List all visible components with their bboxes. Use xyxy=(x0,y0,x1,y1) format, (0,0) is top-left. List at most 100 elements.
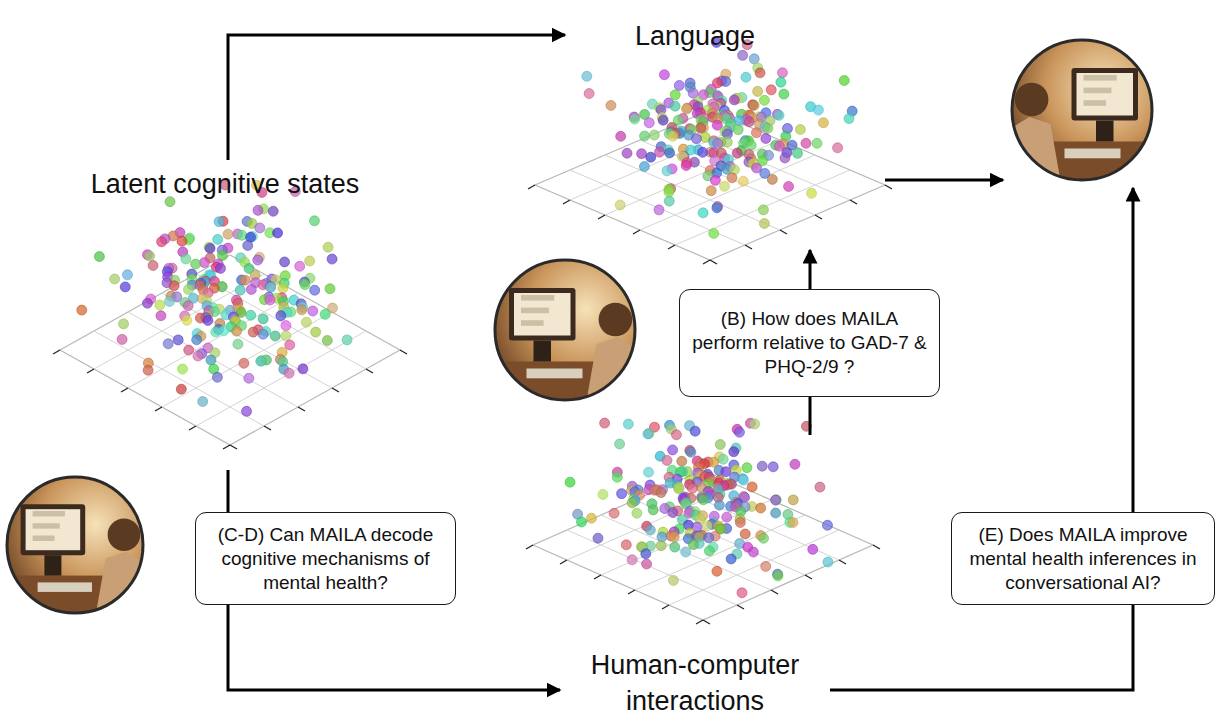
scatter-dot xyxy=(606,100,616,110)
scatter-dot xyxy=(664,187,674,197)
axis-tick xyxy=(53,350,60,354)
scatter-dot xyxy=(779,89,789,99)
scatter-dot xyxy=(178,364,188,374)
scatter-dot xyxy=(742,463,752,473)
scatter-dot xyxy=(682,103,692,113)
scatter-dot xyxy=(686,447,696,457)
scatter-dot xyxy=(755,68,765,78)
grid-line xyxy=(640,155,815,230)
scatter-dot xyxy=(759,219,769,229)
scatter-dot xyxy=(747,482,757,492)
scatter-dot xyxy=(733,125,743,135)
scatter-dot xyxy=(757,461,767,471)
scatter-dot xyxy=(763,123,773,133)
portrait-ring xyxy=(495,260,635,400)
axis-tick xyxy=(264,426,271,430)
scatter-dot xyxy=(193,351,203,361)
scatter-dot xyxy=(320,309,330,319)
monitor-screen xyxy=(26,509,81,550)
scatter-dot xyxy=(753,86,763,96)
question-box: (B) How does MAILA perform relative to G… xyxy=(679,289,940,397)
axis-tick xyxy=(771,590,778,594)
axis-tick xyxy=(850,200,857,204)
scatter-dot xyxy=(184,345,194,355)
scatter-dot xyxy=(191,259,201,269)
scatter-dot xyxy=(176,384,186,394)
scatter-dot xyxy=(119,319,129,329)
scatter-dot xyxy=(163,339,173,349)
axis-tick xyxy=(528,185,535,189)
scatter-dot xyxy=(702,521,712,531)
scatter-dot xyxy=(813,105,823,115)
screen-line xyxy=(1084,100,1107,106)
scatter-dot xyxy=(206,355,216,365)
scatter-dot xyxy=(807,188,817,198)
axis-tick xyxy=(633,230,640,234)
scatter-dot xyxy=(815,482,825,492)
grid-line xyxy=(640,140,815,215)
axis-tick xyxy=(873,545,880,549)
scatter-dot xyxy=(670,90,680,100)
scatter-dot xyxy=(648,505,658,515)
axis-tick xyxy=(332,388,339,392)
axis-tick xyxy=(526,545,533,549)
scatter-dot xyxy=(305,256,315,266)
scatter-dot xyxy=(297,305,307,315)
grid-line xyxy=(94,274,264,369)
axis-tick xyxy=(885,185,892,189)
scatter-dot xyxy=(298,364,308,374)
scatter-dot xyxy=(737,588,747,598)
scatter-dot xyxy=(155,300,165,310)
scatter-dot xyxy=(777,68,787,78)
scatter-dot xyxy=(322,335,332,345)
flow-arrow xyxy=(809,397,812,435)
scatter-dot xyxy=(273,228,283,238)
grid-plane xyxy=(535,110,885,260)
screen-line xyxy=(33,535,55,540)
scatter-dot xyxy=(281,331,291,341)
grid-line xyxy=(669,530,839,605)
scatter-dot xyxy=(712,203,722,213)
scatter-dot xyxy=(681,160,691,170)
scatter-dot xyxy=(670,101,680,111)
scatter-dot xyxy=(704,546,714,556)
scatter-dot xyxy=(750,419,760,429)
monitor xyxy=(21,504,86,555)
scatter-dot xyxy=(808,544,818,554)
scatter-dot xyxy=(240,275,250,285)
axis-tick xyxy=(710,260,717,264)
monitor-stand xyxy=(44,555,61,575)
keyboard xyxy=(527,369,583,379)
grid-line xyxy=(162,312,332,407)
axis-tick xyxy=(121,388,128,392)
scatter-dot xyxy=(833,143,843,153)
scatter-dot xyxy=(616,131,626,141)
person-head xyxy=(599,303,633,337)
scatter-dot xyxy=(632,508,642,518)
scatter-dot xyxy=(156,311,166,321)
scatter-dot xyxy=(248,327,258,337)
scatter-dot xyxy=(242,406,252,416)
grid-line xyxy=(675,125,850,200)
flow-arrow xyxy=(809,250,812,289)
scatter-dot xyxy=(615,439,625,449)
scatter-dot xyxy=(844,114,854,124)
scatter-dot xyxy=(615,200,625,210)
scatter-dot xyxy=(801,421,811,431)
scatter-dot xyxy=(265,295,275,305)
scatter-dot xyxy=(681,547,691,557)
scatter-dot xyxy=(691,134,701,144)
scatter-dot xyxy=(662,455,672,465)
axis-tick xyxy=(703,620,710,624)
axis-tick xyxy=(628,590,635,594)
scatter-dot xyxy=(665,148,675,158)
axis-tick xyxy=(668,245,675,249)
flow-arrow xyxy=(227,470,230,512)
axis-tick xyxy=(815,215,822,219)
grid-line xyxy=(162,293,332,388)
portrait-ring xyxy=(1012,40,1152,180)
scatter-dot xyxy=(795,124,805,134)
scatter-dot xyxy=(177,236,187,246)
scatter-dot xyxy=(744,117,754,127)
